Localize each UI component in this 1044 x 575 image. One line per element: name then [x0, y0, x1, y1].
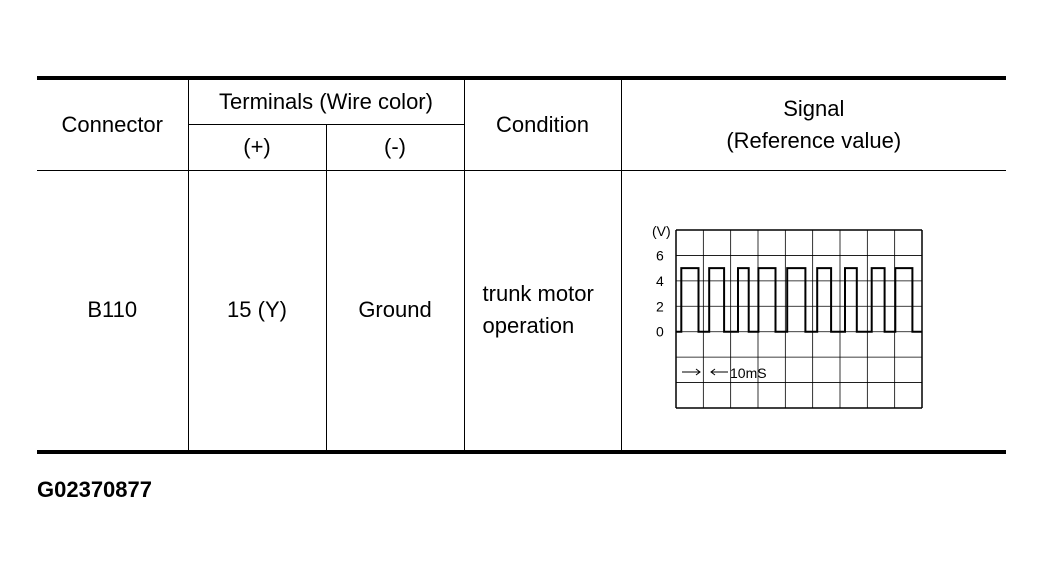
- signal-waveform: [675, 267, 922, 333]
- scope-grid: [674, 229, 923, 409]
- y-tick-label: 4: [656, 273, 664, 289]
- header-signal-line2: (Reference value): [726, 127, 902, 153]
- document-id: G02370877: [37, 477, 152, 502]
- header-plus: (+): [188, 124, 327, 171]
- header-connector: Connector: [37, 78, 189, 171]
- oscilloscope-chart: (V) 6 4 2 0 10mS: [652, 223, 923, 409]
- time-marker-label: 10mS: [730, 365, 767, 381]
- y-axis-label: (V): [652, 223, 671, 239]
- header-terminals: Terminals (Wire color): [188, 78, 465, 125]
- y-tick-label: 6: [656, 248, 664, 264]
- cell-condition: trunk motor operation: [464, 170, 622, 452]
- y-tick-label: 0: [656, 324, 664, 340]
- header-condition: Condition: [464, 78, 622, 171]
- cell-plus: 15 (Y): [188, 170, 327, 452]
- y-tick-labels: 6 4 2 0: [656, 248, 664, 340]
- condition-line1: trunk motor: [482, 281, 594, 307]
- terminal-spec-table: Connector Terminals (Wire color) Conditi…: [37, 76, 1007, 454]
- header-signal-line1: Signal: [783, 95, 845, 121]
- time-marker: 10mS: [681, 365, 767, 381]
- cell-signal: (V) 6 4 2 0 10mS: [621, 170, 1006, 452]
- cell-minus: Ground: [326, 170, 465, 452]
- condition-line2: operation: [482, 313, 575, 339]
- y-tick-label: 2: [656, 299, 664, 315]
- cell-connector: B110: [37, 170, 189, 452]
- header-minus: (-): [326, 124, 465, 171]
- header-signal: Signal (Reference value): [621, 78, 1007, 171]
